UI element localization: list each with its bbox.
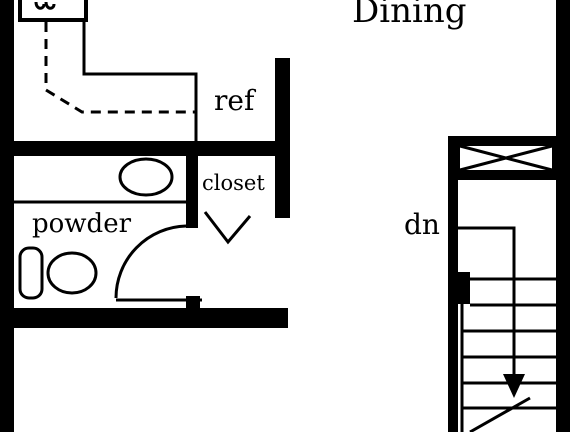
left-wall [0,0,14,432]
stair-treads [462,277,556,432]
closed-shaft-icon [448,136,556,180]
right-wall [556,0,570,432]
powder-door-arc [114,224,187,299]
stair-post [452,272,470,304]
upper-cabinet-dashed [44,22,196,114]
dining-label: Dining [352,0,467,31]
powder-label: powder [32,209,132,239]
sink-icon [118,157,174,197]
kitchen-powder-wall [14,141,290,156]
ref-wall [275,58,290,218]
counter-outline [82,20,198,152]
down-label: dn [404,208,440,241]
powder-bottom-wall [14,308,288,328]
cooktop-icon [18,0,88,22]
ref-label: ref [214,84,257,117]
powder-door-jamb [186,296,200,310]
closet-label: closet [202,171,265,195]
closet-door-swing [203,211,252,245]
down-arrow-line [452,226,516,378]
toilet-icon [18,246,98,300]
down-arrow-head [503,374,525,398]
stair-wall-left [448,180,458,432]
